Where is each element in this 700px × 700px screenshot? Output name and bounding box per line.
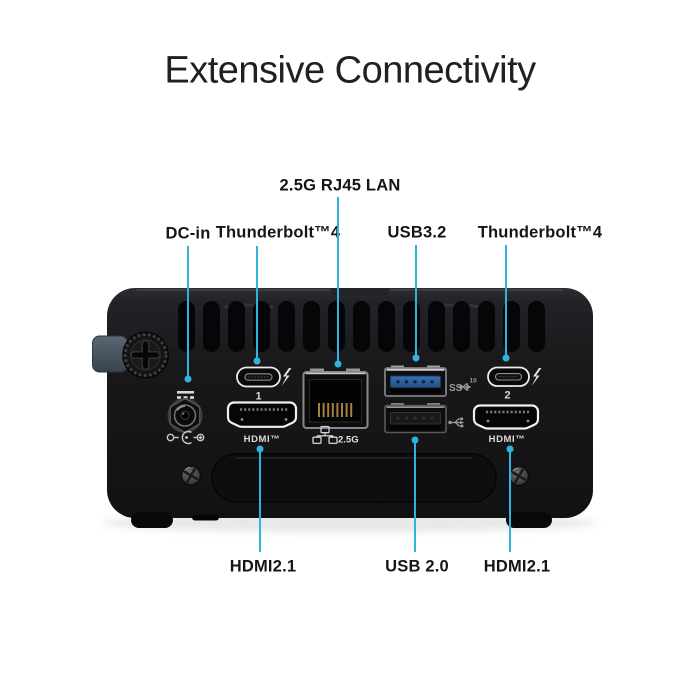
dc-in-port	[166, 391, 205, 445]
hdmi-logo-1: HDMI™	[244, 434, 281, 445]
callout-dot-hdmi-left	[256, 445, 264, 453]
hdmi-port-2: HDMI™	[472, 404, 540, 445]
callout-dot-usb20	[411, 436, 419, 444]
dc-polarity-icon	[166, 430, 205, 445]
vent-slot	[503, 301, 520, 352]
callout-dot-thunderbolt-right	[502, 354, 510, 362]
bottom-slot	[192, 514, 219, 521]
callout-label-lan: 2.5G RJ45 LAN	[279, 176, 401, 195]
vent-slot	[478, 301, 495, 352]
lan-speed-label: 2.5G	[338, 435, 359, 446]
svg-text:10: 10	[470, 378, 478, 385]
usb-trident-icon	[448, 417, 464, 428]
vent-slot	[378, 301, 395, 352]
port-number-2: 2	[504, 390, 510, 402]
usb2-port	[384, 403, 464, 434]
thunderbolt-icon	[531, 368, 542, 386]
vent-slot	[278, 301, 295, 352]
panel-screw-left	[180, 465, 202, 486]
vent-slot	[328, 301, 345, 352]
rubber-foot-left	[131, 512, 173, 528]
network-icon	[312, 425, 338, 445]
svg-text:SS: SS	[449, 383, 463, 394]
callout-label-thunderbolt-right: Thunderbolt™4	[477, 223, 603, 242]
panel-screw-right	[508, 465, 530, 487]
vent-slot	[453, 301, 470, 352]
callout-label-hdmi-right: HDMI2.1	[483, 557, 551, 576]
vent-slot	[428, 301, 445, 352]
hdmi-logo-2: HDMI™	[489, 434, 526, 445]
callout-dot-thunderbolt-left	[253, 357, 261, 365]
callout-label-dc-in: DC-in	[165, 224, 211, 243]
vent-slot	[303, 301, 320, 352]
vent-slot	[178, 301, 195, 352]
usb3-ss10-icon: SS 10	[449, 378, 477, 395]
callout-dot-hdmi-right	[506, 445, 514, 453]
vent-slot	[528, 301, 545, 352]
hdmi-port-1: HDMI™	[226, 401, 298, 445]
recessed-panel	[211, 453, 497, 503]
vent-slot	[228, 301, 245, 352]
callout-dot-lan	[334, 360, 342, 368]
antenna-screw	[122, 331, 169, 379]
usb3-pins	[396, 380, 434, 384]
port-number-1: 1	[255, 391, 261, 403]
callout-label-usb20: USB 2.0	[385, 557, 449, 576]
callout-label-hdmi-left: HDMI2.1	[229, 557, 297, 576]
lan-pins	[318, 403, 353, 417]
callout-label-thunderbolt-left: Thunderbolt™4	[215, 223, 341, 242]
usb3-port: SS 10	[384, 365, 477, 397]
usb2-pins	[396, 416, 434, 420]
thunderbolt-icon	[281, 368, 292, 386]
ground-shadow	[102, 514, 598, 532]
thunderbolt-port-2: 2	[487, 366, 542, 402]
page-title: Extensive Connectivity	[164, 49, 536, 92]
top-logo-mark	[330, 288, 390, 295]
callout-dot-usb32	[412, 354, 420, 362]
thunderbolt-port-1: 1	[236, 366, 292, 403]
dc-icon	[177, 391, 194, 399]
callout-dot-dc-in	[184, 375, 192, 383]
vent-slot	[353, 301, 370, 352]
lan-port: 2.5G	[302, 368, 369, 446]
vent-slot	[203, 301, 220, 352]
callout-label-usb32: USB3.2	[387, 223, 447, 242]
rubber-foot-right	[506, 512, 552, 528]
